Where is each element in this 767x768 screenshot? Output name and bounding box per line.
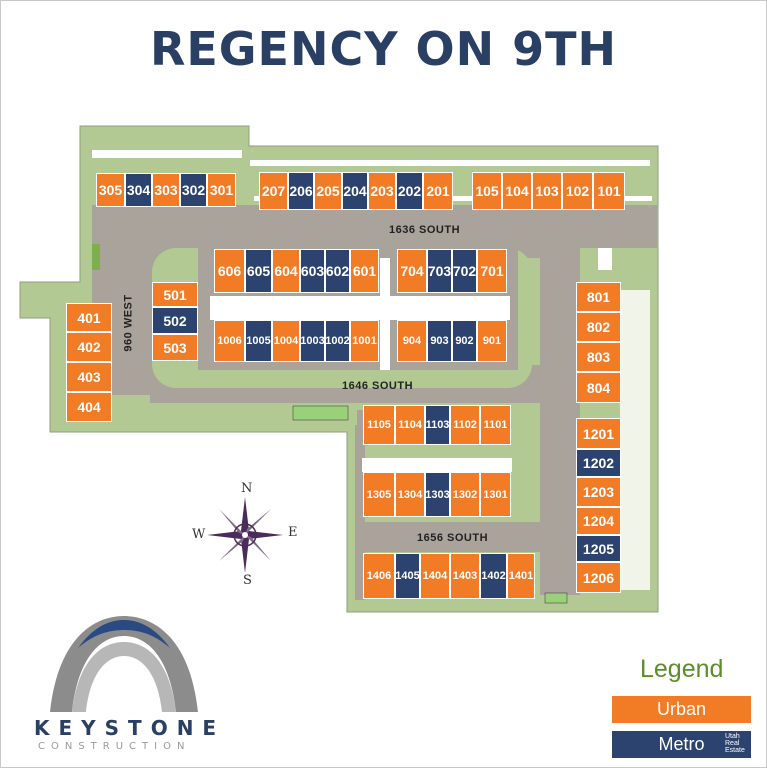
unit-1303[interactable]: 1303 (425, 472, 450, 517)
unit-403[interactable]: 403 (66, 362, 112, 392)
unit-1406[interactable]: 1406 (363, 553, 395, 599)
utah-real-estate-badge: Utah Real Estate (725, 733, 755, 754)
compass-east-label: E (288, 525, 298, 540)
unit-904[interactable]: 904 (397, 320, 427, 362)
unit-902[interactable]: 902 (452, 320, 477, 362)
unit-1301[interactable]: 1301 (480, 472, 511, 517)
keystone-logo-subtitle: CONSTRUCTION (38, 741, 191, 752)
page-title: REGENCY ON 9TH (149, 22, 618, 76)
unit-703[interactable]: 703 (427, 249, 452, 293)
unit-602[interactable]: 602 (325, 249, 350, 293)
street-label-1656-south: 1656 SOUTH (417, 532, 489, 544)
compass-north-label: N (241, 481, 253, 496)
street-label-1646-south: 1646 SOUTH (342, 380, 414, 392)
unit-204[interactable]: 204 (342, 172, 368, 210)
unit-801[interactable]: 801 (576, 282, 621, 312)
unit-1402[interactable]: 1402 (480, 553, 507, 599)
unit-303[interactable]: 303 (152, 173, 180, 207)
unit-903[interactable]: 903 (427, 320, 452, 362)
badge-text: Utah Real Estate (725, 733, 745, 754)
unit-804[interactable]: 804 (576, 372, 621, 403)
unit-503[interactable]: 503 (152, 334, 198, 361)
street-label-960-west: 960 WEST (122, 294, 135, 352)
unit-1305[interactable]: 1305 (363, 472, 395, 517)
unit-1003[interactable]: 1003 (300, 320, 325, 362)
unit-1101[interactable]: 1101 (480, 405, 511, 445)
unit-206[interactable]: 206 (288, 172, 314, 210)
unit-601[interactable]: 601 (350, 249, 379, 293)
keystone-arch-logo (50, 616, 198, 712)
unit-1206[interactable]: 1206 (576, 562, 621, 593)
legend-urban-swatch: Urban (612, 696, 751, 723)
unit-203[interactable]: 203 (368, 172, 396, 210)
unit-102[interactable]: 102 (562, 172, 593, 210)
unit-1006[interactable]: 1006 (214, 320, 245, 362)
unit-702[interactable]: 702 (452, 249, 477, 293)
unit-305[interactable]: 305 (96, 173, 125, 207)
unit-1105[interactable]: 1105 (363, 405, 395, 445)
unit-701[interactable]: 701 (477, 249, 507, 293)
unit-1401[interactable]: 1401 (507, 553, 535, 599)
unit-402[interactable]: 402 (66, 332, 112, 362)
unit-1204[interactable]: 1204 (576, 507, 621, 535)
unit-201[interactable]: 201 (423, 172, 453, 210)
unit-404[interactable]: 404 (66, 392, 112, 422)
unit-1205[interactable]: 1205 (576, 535, 621, 562)
unit-1201[interactable]: 1201 (576, 418, 621, 449)
unit-605[interactable]: 605 (245, 249, 272, 293)
unit-103[interactable]: 103 (532, 172, 562, 210)
unit-1302[interactable]: 1302 (450, 472, 480, 517)
unit-1403[interactable]: 1403 (450, 553, 480, 599)
unit-1102[interactable]: 1102 (450, 405, 480, 445)
legend-title: Legend (640, 655, 724, 683)
unit-104[interactable]: 104 (502, 172, 532, 210)
unit-207[interactable]: 207 (259, 172, 288, 210)
unit-101[interactable]: 101 (593, 172, 625, 210)
unit-1405[interactable]: 1405 (395, 553, 420, 599)
unit-1203[interactable]: 1203 (576, 477, 621, 507)
street-label-1636-south: 1636 SOUTH (389, 224, 461, 236)
unit-202[interactable]: 202 (396, 172, 423, 210)
unit-1404[interactable]: 1404 (420, 553, 450, 599)
unit-802[interactable]: 802 (576, 312, 621, 342)
unit-704[interactable]: 704 (397, 249, 427, 293)
unit-901[interactable]: 901 (477, 320, 507, 362)
unit-302[interactable]: 302 (180, 173, 207, 207)
compass-south-label: S (243, 573, 252, 588)
unit-205[interactable]: 205 (314, 172, 342, 210)
unit-803[interactable]: 803 (576, 342, 621, 372)
unit-401[interactable]: 401 (66, 303, 112, 332)
unit-1005[interactable]: 1005 (245, 320, 272, 362)
unit-1104[interactable]: 1104 (395, 405, 425, 445)
unit-105[interactable]: 105 (472, 172, 502, 210)
legend-metro-swatch: Metro (612, 731, 751, 758)
unit-1103[interactable]: 1103 (425, 405, 450, 445)
unit-1304[interactable]: 1304 (395, 472, 425, 517)
unit-1004[interactable]: 1004 (272, 320, 300, 362)
unit-606[interactable]: 606 (214, 249, 245, 293)
unit-1202[interactable]: 1202 (576, 449, 621, 477)
unit-603[interactable]: 603 (300, 249, 325, 293)
unit-301[interactable]: 301 (207, 173, 236, 207)
unit-304[interactable]: 304 (125, 173, 152, 207)
compass-west-label: W (192, 527, 206, 542)
unit-604[interactable]: 604 (272, 249, 300, 293)
unit-501[interactable]: 501 (152, 282, 198, 307)
unit-502[interactable]: 502 (152, 307, 198, 334)
keystone-logo-wordmark: KEYSTONE (34, 716, 226, 740)
unit-1002[interactable]: 1002 (325, 320, 350, 362)
compass-rose-icon (207, 497, 283, 573)
unit-1001[interactable]: 1001 (350, 320, 379, 362)
